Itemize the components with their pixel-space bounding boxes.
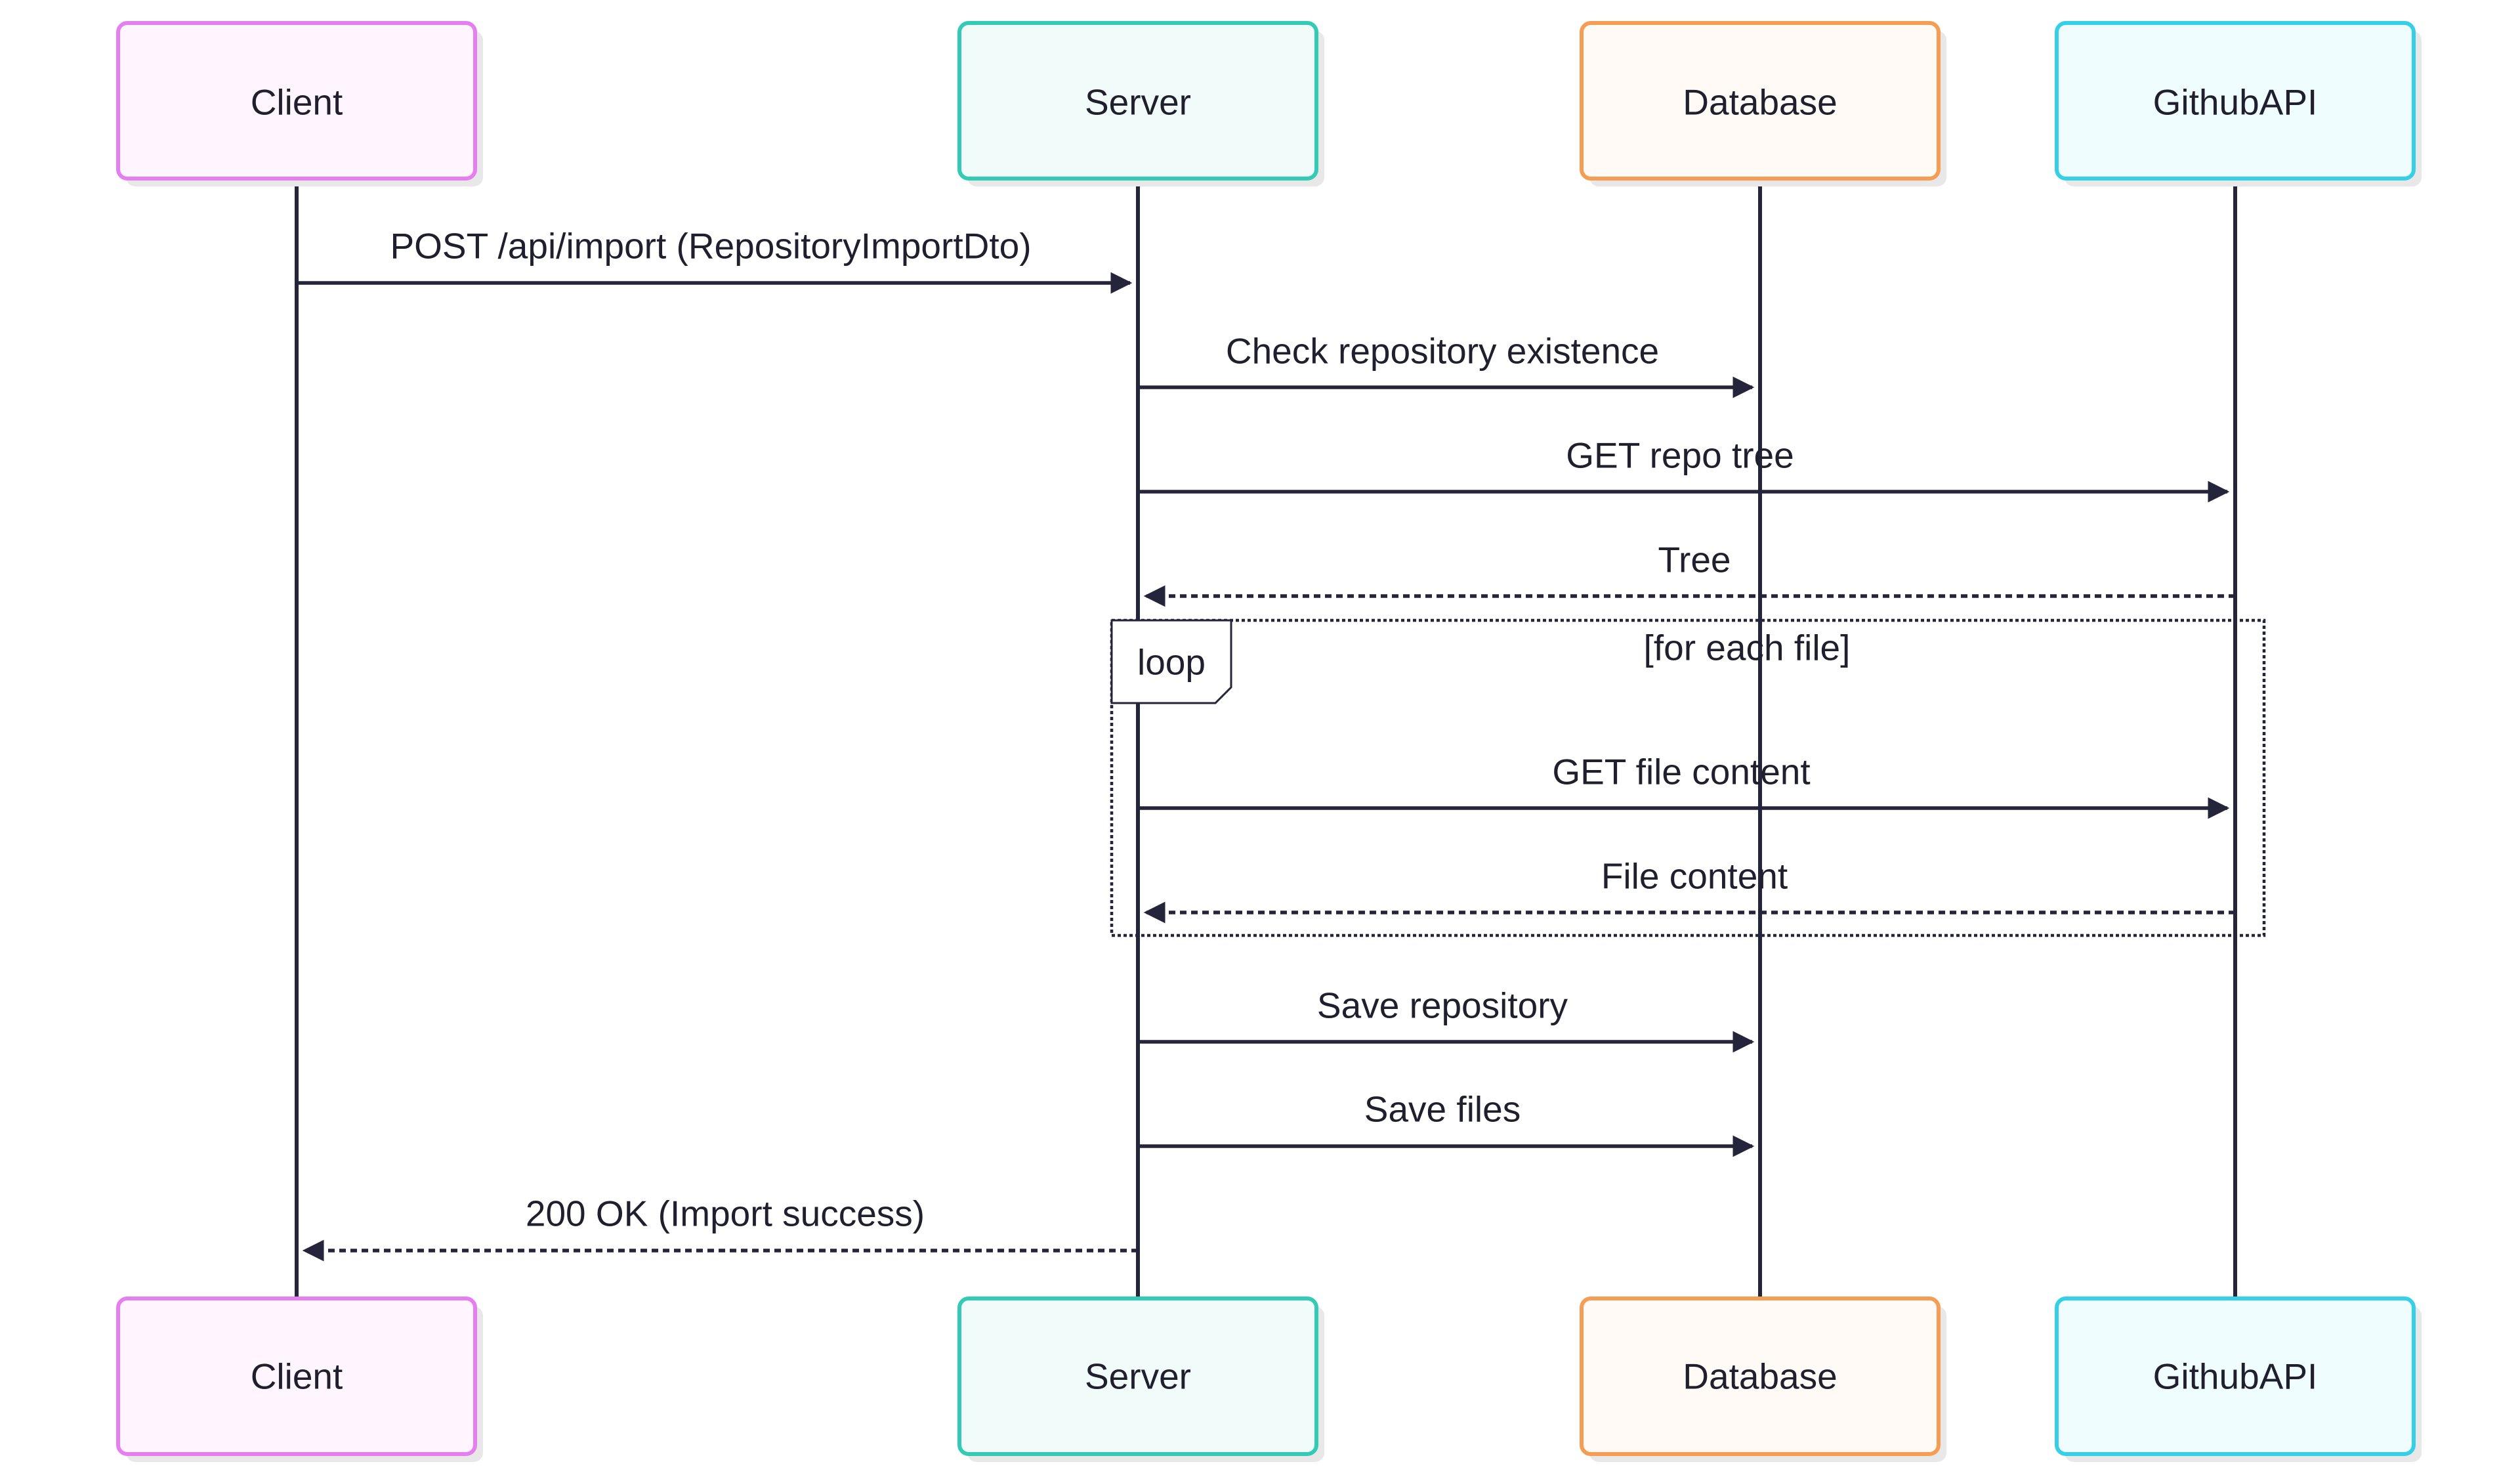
message-label: File content — [1601, 856, 1788, 897]
messages: POST /api/import (RepositoryImportDto) C… — [297, 226, 2235, 1262]
actor-label-database: Database — [1683, 82, 1837, 123]
actor-box-database-top — [1580, 21, 1941, 181]
message-label: Check repository existence — [1226, 331, 1659, 372]
message-label: Save files — [1364, 1089, 1521, 1130]
loop-tab — [1110, 619, 1232, 704]
actor-label-server: Server — [1085, 82, 1191, 123]
actor-box-database-bottom — [1580, 1297, 1941, 1456]
message-label: GET file content — [1552, 752, 1810, 792]
actor-label-client: Client — [251, 82, 343, 123]
loop-condition: [for each file] — [1644, 628, 1851, 668]
actors-bottom: Client Server Database GithubAPI — [116, 1297, 2422, 1462]
actor-label-server: Server — [1085, 1356, 1191, 1397]
loop-keyword: loop — [1137, 642, 1206, 683]
lifelines — [295, 179, 2237, 1298]
loop-frame — [1110, 618, 2266, 937]
message-label: 200 OK (Import success) — [526, 1193, 925, 1234]
actors-top: Client Server Database GithubAPI — [116, 21, 2422, 186]
actor-label-githubapi: GithubAPI — [2153, 1356, 2318, 1397]
message-label: Tree — [1658, 540, 1731, 580]
actor-box-githubapi-top — [2055, 21, 2416, 181]
message-label: Save repository — [1317, 985, 1568, 1026]
actor-label-database: Database — [1683, 1356, 1837, 1397]
actor-box-server-bottom — [957, 1297, 1318, 1456]
actor-label-githubapi: GithubAPI — [2153, 82, 2318, 123]
actor-box-githubapi-bottom — [2055, 1297, 2416, 1456]
actor-box-client-top — [116, 21, 477, 181]
message-label: GET repo tree — [1566, 435, 1794, 476]
actor-box-client-bottom — [116, 1297, 477, 1456]
actor-box-server-top — [957, 21, 1318, 181]
actor-label-client: Client — [251, 1356, 343, 1397]
loop-block: loop [for each file] — [1110, 618, 2266, 937]
message-label: POST /api/import (RepositoryImportDto) — [390, 226, 1031, 267]
